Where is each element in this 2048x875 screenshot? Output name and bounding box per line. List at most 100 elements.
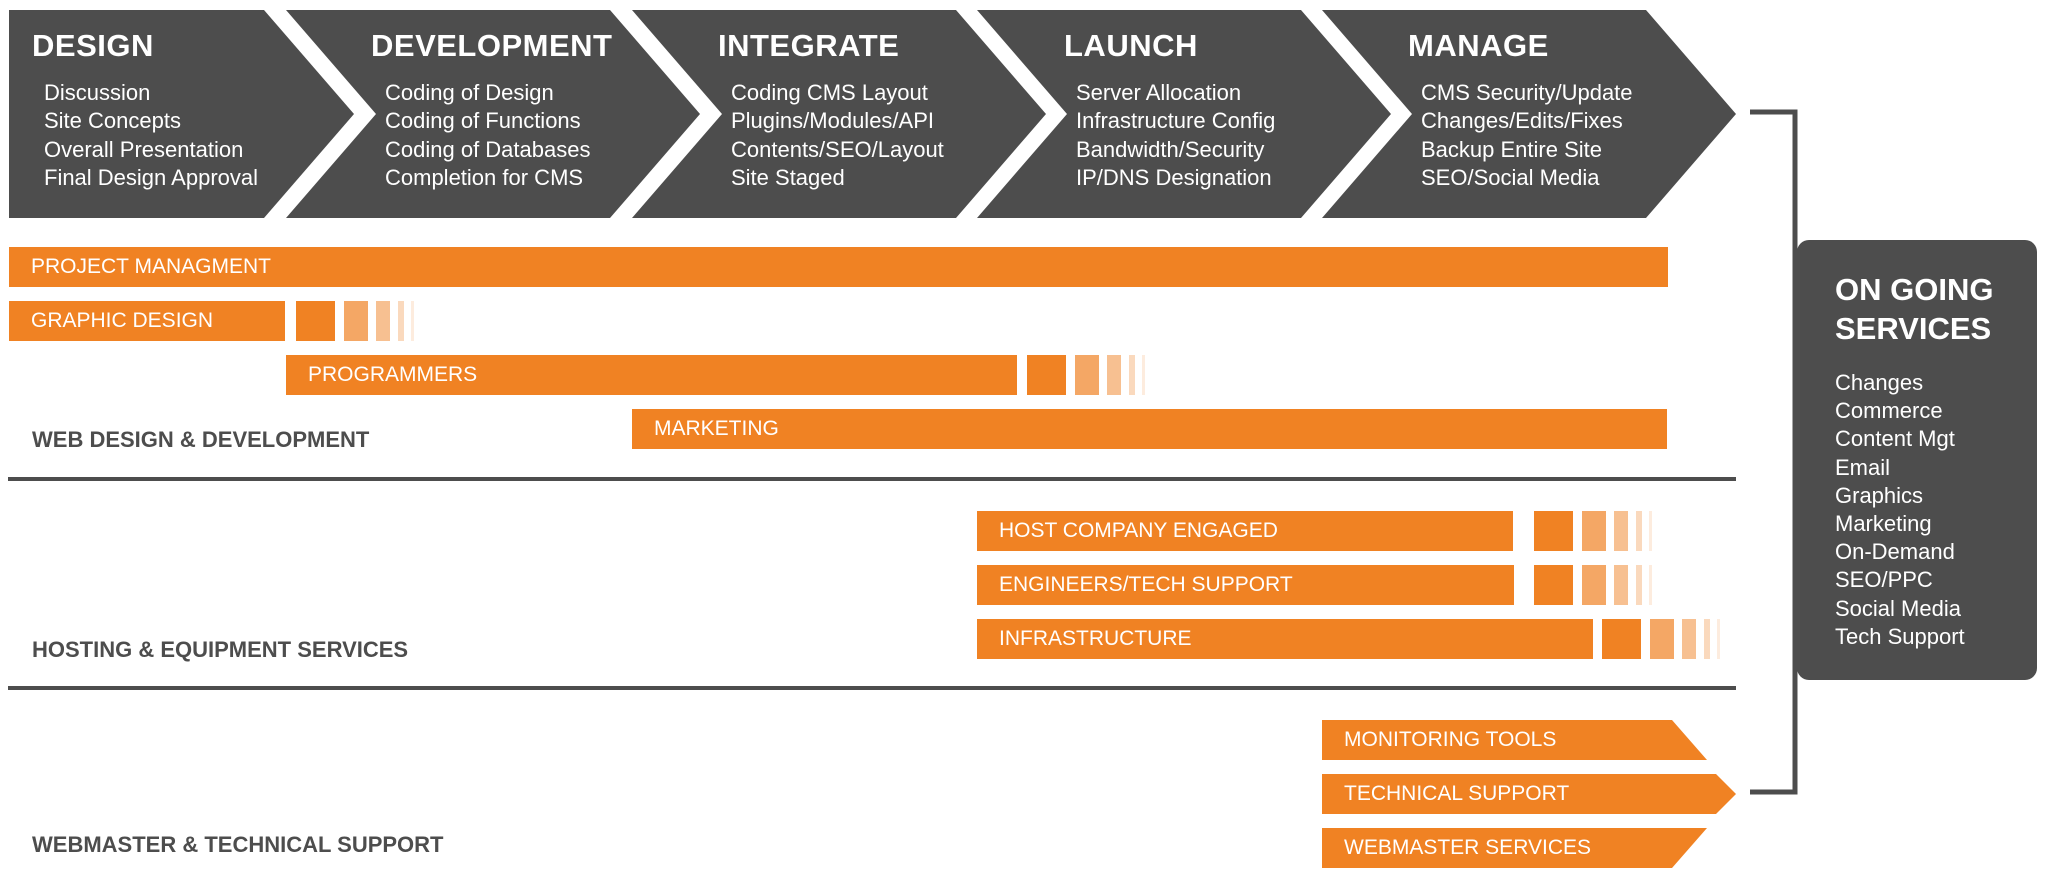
bar-monitoring-tools: MONITORING TOOLS (1322, 720, 1707, 760)
phase-manage: MANAGE CMS Security/Update Changes/Edits… (1322, 10, 1736, 218)
bar-technical-support: TECHNICAL SUPPORT (1322, 774, 1736, 814)
bar-programmers: PROGRAMMERS (286, 355, 1017, 395)
phase-integrate-chevron (632, 10, 1046, 218)
section-divider (8, 686, 1736, 690)
phase-item: Server Allocation (1076, 80, 1242, 105)
ongoing-service-item: SEO/PPC (1835, 567, 1933, 593)
fade-segment (1534, 565, 1573, 605)
phase-development-items: Coding of Design Coding of Functions Cod… (385, 79, 590, 192)
bar-engineers-tech-support: ENGINEERS/TECH SUPPORT (977, 565, 1514, 605)
fade-segment (1614, 565, 1628, 605)
phase-integrate-items: Coding CMS Layout Plugins/Modules/API Co… (731, 79, 944, 192)
ongoing-service-item: Graphics (1835, 482, 1924, 508)
fade-segment (398, 301, 404, 341)
bar-shape (1322, 720, 1707, 760)
bar-webmaster-services: WEBMASTER SERVICES (1322, 828, 1707, 868)
bar-host-company-engaged: HOST COMPANY ENGAGED (977, 511, 1513, 551)
fade-segment (1650, 619, 1674, 659)
bar-label: WEBMASTER SERVICES (1344, 836, 1591, 859)
phase-manage-chevron (1322, 10, 1736, 218)
fade-segment (411, 301, 414, 341)
phase-development-chevron (286, 10, 700, 218)
fade-segment (296, 301, 335, 341)
phase-design-items: Discussion Site Concepts Overall Present… (44, 79, 258, 192)
bar-marketing: MARKETING (632, 409, 1667, 449)
fade-segment (1614, 511, 1628, 551)
phase-design: DESIGN Discussion Site Concepts Overall … (9, 10, 354, 218)
fade-segment (1075, 355, 1099, 395)
bar-infrastructure: INFRASTRUCTURE (977, 619, 1593, 659)
bar-project-management: PROJECT MANAGMENT (9, 247, 1668, 287)
phase-launch: LAUNCH Server Allocation Infrastructure … (977, 10, 1391, 218)
ongoing-bracket (1750, 109, 1798, 795)
ongoing-services-panel: ON GOING SERVICES Changes Commerce Conte… (1797, 240, 2037, 680)
phase-item: Coding of Functions (385, 108, 581, 134)
phase-design-title: DESIGN (32, 28, 154, 63)
phase-item: SEO/Social Media (1421, 164, 1600, 190)
phase-item: Plugins/Modules/API (731, 108, 934, 134)
fade-segment (1582, 511, 1606, 551)
ongoing-services-list: Changes Commerce Content Mgt Email Graph… (1835, 369, 1965, 651)
fade-segment (1027, 355, 1066, 395)
phase-development-title: DEVELOPMENT (371, 28, 613, 63)
ongoing-service-item: Commerce (1835, 398, 1943, 424)
fade-segment (1717, 619, 1720, 659)
bar-label: MONITORING TOOLS (1344, 728, 1557, 751)
fade-segment (1704, 619, 1710, 659)
phase-item: Site Staged (731, 164, 845, 190)
ongoing-service-item: Changes (1835, 370, 1924, 395)
bar-label: TECHNICAL SUPPORT (1344, 782, 1570, 805)
phase-manage-items: CMS Security/Update Changes/Edits/Fixes … (1421, 79, 1633, 192)
phase-manage-title: MANAGE (1408, 28, 1549, 63)
section-divider (8, 477, 1736, 481)
phase-launch-title: LAUNCH (1064, 28, 1198, 63)
fade-segment (1534, 511, 1573, 551)
phase-design-chevron (9, 10, 354, 218)
fade-segment (1107, 355, 1121, 395)
section-label-webmaster: WEBMASTER & TECHNICAL SUPPORT (32, 832, 444, 857)
ongoing-service-item: Email (1835, 454, 1891, 480)
phase-launch-chevron (977, 10, 1391, 218)
phase-item: Final Design Approval (44, 164, 259, 190)
ongoing-service-item: Tech Support (1835, 623, 1965, 649)
bar-shape (1322, 774, 1736, 814)
fade-segment (1636, 511, 1642, 551)
ongoing-service-item: Marketing (1835, 511, 1932, 537)
phase-item: Completion for CMS (385, 164, 584, 190)
fade-segment (1649, 511, 1652, 551)
phase-item: IP/DNS Designation (1076, 164, 1272, 190)
phase-launch-items: Server Allocation Infrastructure Config … (1076, 79, 1275, 192)
phase-item: Changes/Edits/Fixes (1421, 108, 1623, 134)
phase-integrate-title: INTEGRATE (718, 28, 900, 63)
phase-item: Backup Entire Site (1421, 136, 1602, 162)
bar-shape (1322, 828, 1707, 868)
fade-segment (1682, 619, 1696, 659)
ongoing-service-item: Content Mgt (1835, 426, 1955, 452)
ongoing-service-item: On-Demand (1835, 539, 1955, 565)
fade-segment (1582, 565, 1606, 605)
phase-item: Coding of Databases (385, 136, 591, 162)
fade-segment (1142, 355, 1145, 395)
phase-item: Discussion (44, 80, 151, 105)
phase-item: Bandwidth/Security (1076, 136, 1265, 162)
fade-segment (1636, 565, 1642, 605)
phase-item: CMS Security/Update (1421, 80, 1633, 105)
fade-segment (1129, 355, 1135, 395)
phase-development: DEVELOPMENT Coding of Design Coding of F… (286, 10, 700, 218)
phase-item: Coding CMS Layout (731, 80, 928, 105)
phase-item: Overall Presentation (44, 136, 244, 162)
fade-segment (1649, 565, 1652, 605)
section-label-web-design: WEB DESIGN & DEVELOPMENT (32, 427, 370, 452)
phase-integrate: INTEGRATE Coding CMS Layout Plugins/Modu… (632, 10, 1046, 218)
fade-segment (376, 301, 390, 341)
phase-item: Contents/SEO/Layout (731, 136, 944, 162)
fade-segment (1602, 619, 1641, 659)
bar-graphic-design: GRAPHIC DESIGN (9, 301, 285, 341)
ongoing-services-title: ON GOING SERVICES (1835, 272, 1994, 346)
ongoing-service-item: Social Media (1835, 595, 1961, 621)
fade-segment (344, 301, 368, 341)
phase-item: Infrastructure Config (1076, 108, 1276, 134)
phase-item: Coding of Design (385, 80, 554, 105)
phase-item: Site Concepts (44, 108, 181, 134)
